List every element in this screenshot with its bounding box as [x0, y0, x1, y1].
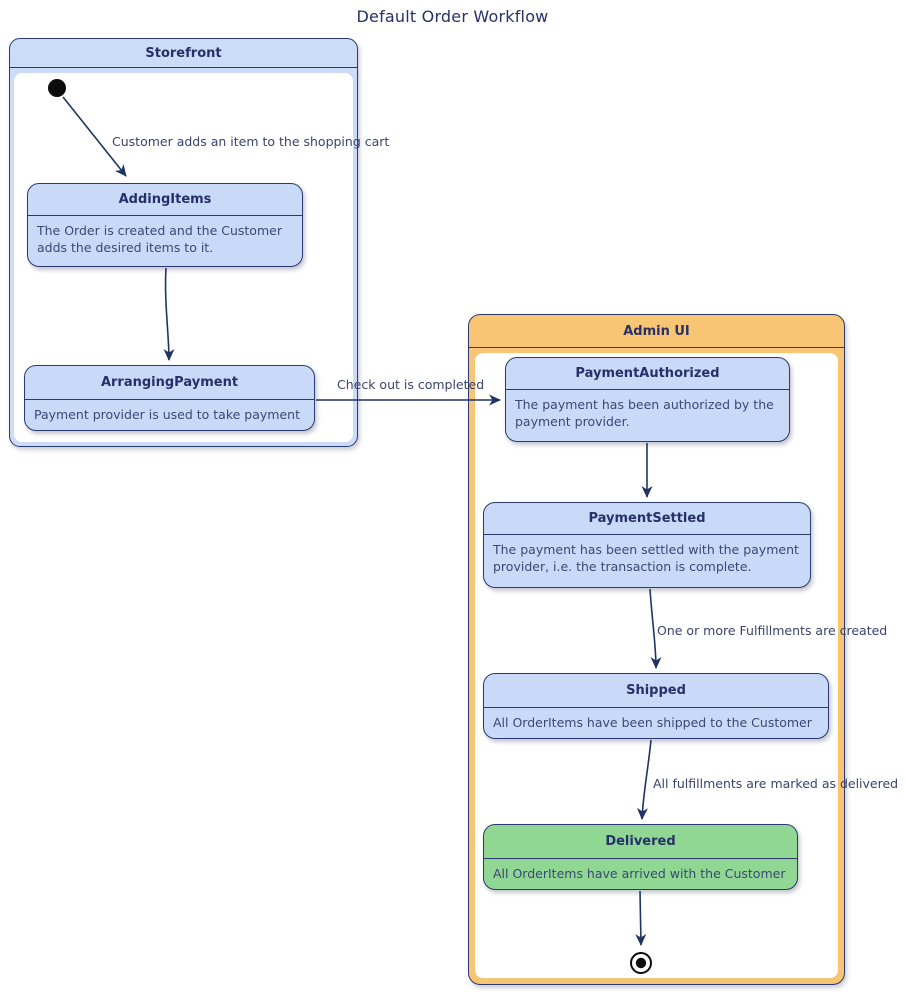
container-storefront-header: Storefront	[10, 39, 357, 68]
transition-label-add-item: Customer adds an item to the shopping ca…	[112, 134, 390, 149]
transition-label-fulfillments-created: One or more Fulfillments are created	[657, 623, 888, 638]
state-payment-settled: PaymentSettled The payment has been sett…	[483, 502, 811, 588]
state-shipped-title: Shipped	[484, 674, 828, 708]
diagram-title: Default Order Workflow	[356, 7, 549, 26]
state-delivered-description: All OrderItems have arrived with the Cus…	[493, 866, 786, 881]
container-admin-ui-header: Admin UI	[469, 315, 844, 348]
state-adding-items-description: The Order is created and the Customer ad…	[37, 223, 282, 255]
state-shipped-description: All OrderItems have been shipped to the …	[493, 715, 812, 730]
state-arranging-payment-title: ArrangingPayment	[25, 366, 314, 400]
state-payment-authorized: PaymentAuthorized The payment has been a…	[505, 357, 790, 442]
state-adding-items: AddingItems The Order is created and the…	[27, 183, 303, 267]
state-arranging-payment: ArrangingPayment Payment provider is use…	[24, 365, 315, 431]
state-shipped: Shipped All OrderItems have been shipped…	[483, 673, 829, 739]
state-payment-authorized-description: The payment has been authorized by the p…	[515, 397, 774, 429]
state-delivered: Delivered All OrderItems have arrived wi…	[483, 824, 798, 890]
state-payment-settled-description: The payment has been settled with the pa…	[493, 542, 799, 574]
state-payment-settled-title: PaymentSettled	[484, 503, 810, 535]
state-delivered-title: Delivered	[484, 825, 797, 859]
state-payment-authorized-title: PaymentAuthorized	[506, 358, 789, 390]
transition-label-marked-delivered: All fulfillments are marked as delivered	[653, 776, 899, 791]
state-arranging-payment-description: Payment provider is used to take payment	[34, 407, 300, 422]
transition-label-checkout: Check out is completed	[337, 377, 485, 392]
state-adding-items-title: AddingItems	[28, 184, 302, 216]
